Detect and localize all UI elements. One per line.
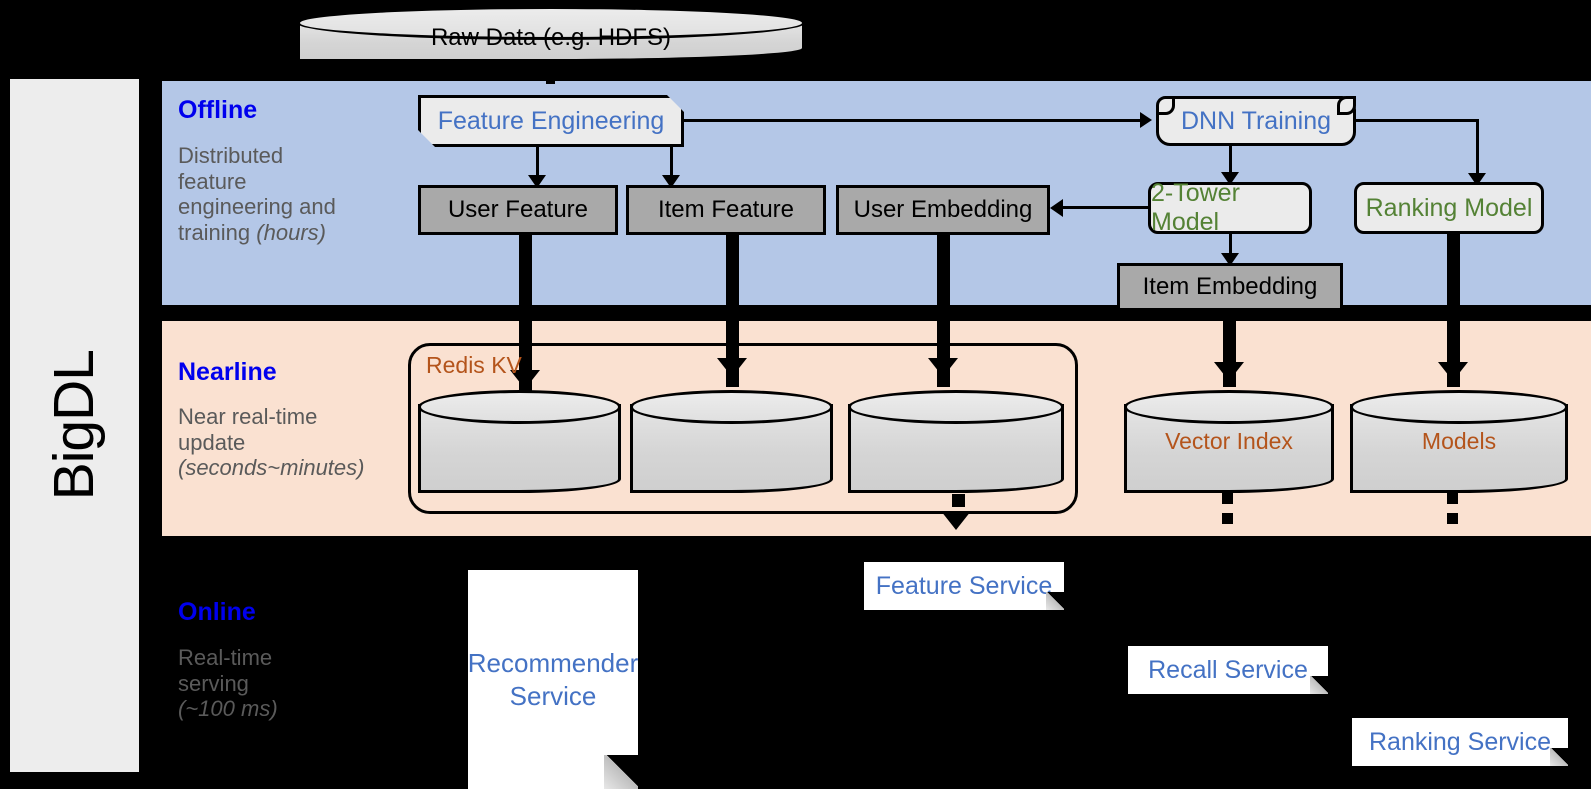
bigdl-framework-rail: BigDL xyxy=(8,77,141,774)
connector-fe-dnn xyxy=(684,119,1146,122)
user-embedding-store-label xyxy=(848,390,1064,493)
arrowhead-store-featureservice xyxy=(941,511,971,530)
arrowhead-twotower-userembedding xyxy=(1050,199,1063,217)
user-feature-label: User Feature xyxy=(447,196,589,223)
offline-title: Offline xyxy=(178,96,258,124)
page-fold-icon xyxy=(604,755,638,789)
recommender-service-box[interactable]: Recommender Service xyxy=(468,570,638,789)
raw-data-label: Raw Data (e.g. HDFS) xyxy=(430,24,672,51)
connector-dnn-ranking-h xyxy=(1356,119,1479,122)
page-fold-icon xyxy=(1310,676,1328,694)
item-feature-label: Item Feature xyxy=(657,196,795,223)
two-tower-model-label: 2-Tower Model xyxy=(1151,179,1240,236)
feature-engineering-box[interactable]: Feature Engineering xyxy=(418,95,684,147)
recall-service-label: Recall Service xyxy=(1148,655,1308,684)
user-embedding-store-cylinder[interactable] xyxy=(848,390,1064,493)
feature-service-label: Feature Service xyxy=(875,571,1053,600)
arrowhead-userembedding-store xyxy=(928,358,958,377)
connector-stub-vectorindex-b xyxy=(1222,513,1233,524)
item-embedding-label: Item Embedding xyxy=(1142,273,1318,300)
connector-dnn-twotower xyxy=(1229,146,1232,179)
arrowhead-fe-dnn xyxy=(1140,112,1152,128)
user-embedding-box[interactable]: User Embedding xyxy=(836,185,1050,235)
cylinder-top xyxy=(1350,390,1568,424)
user-feature-store-label xyxy=(418,390,621,493)
user-feature-store-cylinder[interactable] xyxy=(418,390,621,493)
connector-twotower-userembedding xyxy=(1062,206,1150,209)
redis-kv-container xyxy=(408,343,1078,514)
connector-stub-featureservice xyxy=(952,494,965,507)
recommender-service-label: Recommender Service xyxy=(467,648,639,711)
feature-service-box[interactable]: Feature Service xyxy=(864,562,1064,610)
recall-service-box[interactable]: Recall Service xyxy=(1128,646,1328,694)
connector-stub-models-b xyxy=(1447,513,1458,524)
redis-kv-label: Redis KV xyxy=(426,352,522,378)
connector-dnn-ranking-v xyxy=(1476,119,1479,179)
item-feature-box[interactable]: Item Feature xyxy=(626,185,826,235)
cylinder-top xyxy=(297,6,805,40)
ranking-model-label: Ranking Model xyxy=(1365,193,1533,222)
ranking-service-label: Ranking Service xyxy=(1368,727,1552,756)
nearline-title: Nearline xyxy=(178,358,277,386)
arrowhead-itemfeature-store xyxy=(717,358,747,377)
item-embedding-box[interactable]: Item Embedding xyxy=(1117,263,1343,311)
cylinder-top xyxy=(848,390,1064,424)
bigdl-label: BigDL xyxy=(42,350,106,501)
arrowhead-dnn-twotower xyxy=(1221,172,1239,185)
feature-engineering-label: Feature Engineering xyxy=(437,106,665,135)
cylinder-top xyxy=(630,390,833,424)
user-embedding-label: User Embedding xyxy=(853,196,1033,223)
cylinder-top xyxy=(1124,390,1334,424)
connector-twotower-itememb xyxy=(1229,234,1232,262)
online-title: Online xyxy=(178,598,256,626)
vector-index-cylinder[interactable]: Vector Index xyxy=(1124,390,1334,493)
arrowhead-rankingmodel-models xyxy=(1438,362,1468,381)
raw-data-cylinder: Raw Data (e.g. HDFS) xyxy=(297,6,805,62)
two-tower-model-box[interactable]: 2-Tower Model xyxy=(1148,179,1312,236)
item-feature-store-label xyxy=(630,390,833,493)
item-feature-store-cylinder[interactable] xyxy=(630,390,833,493)
models-cylinder[interactable]: Models xyxy=(1350,390,1568,493)
connector-stub-vectorindex-a xyxy=(1222,493,1233,504)
arrowhead-twotower-itememb xyxy=(1221,253,1239,266)
user-feature-box[interactable]: User Feature xyxy=(418,185,618,235)
connector-stub-models-a xyxy=(1447,493,1458,504)
offline-description: Distributed feature engineering and trai… xyxy=(178,143,336,245)
arrowhead-itemembedding-vectorindex xyxy=(1214,362,1244,381)
models-label: Models xyxy=(1421,428,1497,454)
cylinder-top xyxy=(418,390,621,424)
arrowhead-fe-itemfeature xyxy=(662,175,680,188)
pipe-rankingmodel-models xyxy=(1447,234,1460,387)
pipe-userembedding-store xyxy=(937,235,950,387)
dnn-training-box[interactable]: DNN Training xyxy=(1156,96,1356,146)
arrowhead-fe-userfeature xyxy=(528,175,546,188)
arrowhead-userfeature-store xyxy=(510,370,540,389)
connector-fe-userfeature xyxy=(536,147,539,179)
pipe-userfeature-store xyxy=(519,235,532,400)
page-fold-icon xyxy=(1046,592,1064,610)
pipe-itemfeature-store xyxy=(726,235,739,387)
connector-fe-itemfeature xyxy=(670,147,673,179)
ranking-model-box[interactable]: Ranking Model xyxy=(1354,182,1544,234)
dnn-training-label: DNN Training xyxy=(1180,106,1332,135)
arrowhead-rawdata-fe xyxy=(535,62,565,81)
nearline-description: Near real-time update (seconds~minutes) xyxy=(178,404,365,481)
ranking-service-box[interactable]: Ranking Service xyxy=(1352,718,1568,766)
online-description: Real-time serving (~100 ms) xyxy=(178,645,278,722)
vector-index-label: Vector Index xyxy=(1165,428,1293,454)
page-fold-icon xyxy=(1550,748,1568,766)
